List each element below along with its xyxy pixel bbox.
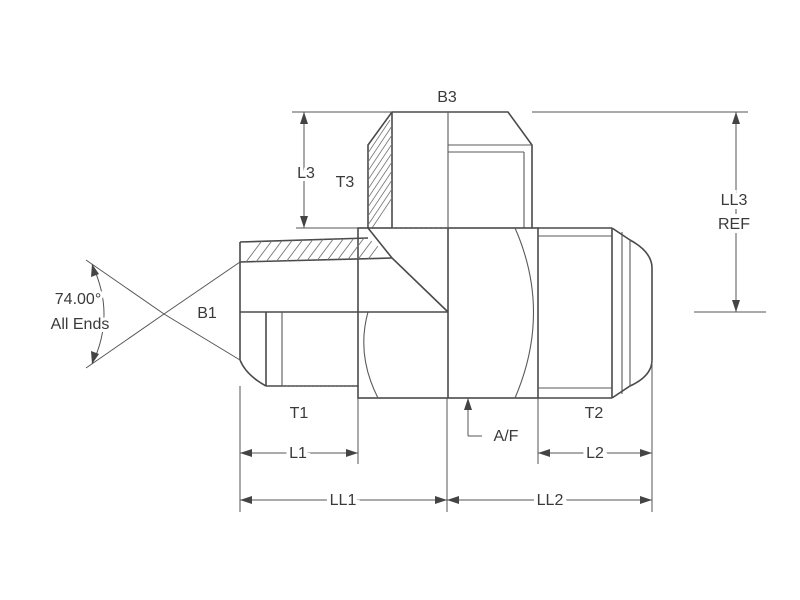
ll-dimensions <box>240 398 652 512</box>
l2-label: L2 <box>586 445 604 462</box>
ll1-label: LL1 <box>330 492 357 509</box>
hex-body <box>240 227 539 399</box>
l3-dimension <box>292 111 392 229</box>
t1-label: T1 <box>290 405 309 422</box>
ll3-dimension <box>532 111 766 313</box>
b1-label: B1 <box>197 305 217 322</box>
ll3-ref-label: REF <box>718 216 750 233</box>
l2-dimension <box>537 360 653 512</box>
ll3-label: LL3 <box>721 192 748 209</box>
b3-label: B3 <box>437 89 457 106</box>
angle-value-label: 74.00° <box>55 291 101 308</box>
l1-dimension <box>239 386 359 512</box>
l1-label: L1 <box>289 445 307 462</box>
l3-label: L3 <box>297 165 315 182</box>
ll2-label: LL2 <box>537 492 564 509</box>
t2-label: T2 <box>585 405 604 422</box>
left-hatch <box>240 238 391 262</box>
angle-note-label: All Ends <box>51 316 110 333</box>
af-leader <box>464 398 482 437</box>
t3-label: T3 <box>336 174 355 191</box>
top-branch <box>367 111 533 229</box>
left-branch <box>239 237 393 387</box>
angle-dimension <box>85 259 241 369</box>
af-label: A/F <box>494 428 519 445</box>
right-branch <box>538 227 653 399</box>
